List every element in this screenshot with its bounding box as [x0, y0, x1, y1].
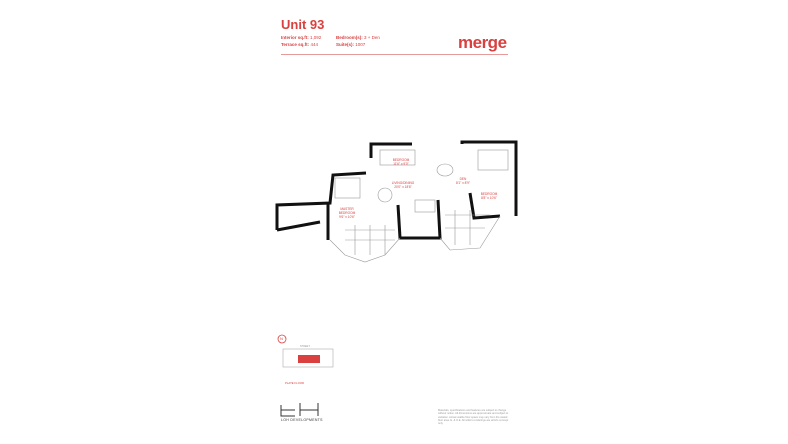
interior-sqft: Interior sq.ft: 1,092 [281, 35, 322, 40]
merge-logo: merge [458, 33, 507, 52]
disclaimer: Materials, specifications and features a… [438, 409, 509, 426]
terrace-sqft: Terrace sq.ft: 444 [281, 42, 318, 47]
keyplan-street: STREET [300, 345, 310, 348]
keyplan-floor: PLATE FLOOR [285, 381, 305, 385]
suites: Suite(s): 1007 [336, 42, 366, 47]
developer-name: LOH DEVELOPMENTS [281, 418, 323, 422]
divider [281, 54, 508, 55]
loh-logo [280, 403, 319, 417]
north-label: N [280, 336, 283, 341]
keyplan-unit-highlight [298, 355, 320, 363]
north-arrow-icon [277, 334, 287, 344]
bedrooms: Bedroom(s): 3 + Den [336, 35, 380, 40]
unit-title: Unit 93 [281, 17, 325, 32]
